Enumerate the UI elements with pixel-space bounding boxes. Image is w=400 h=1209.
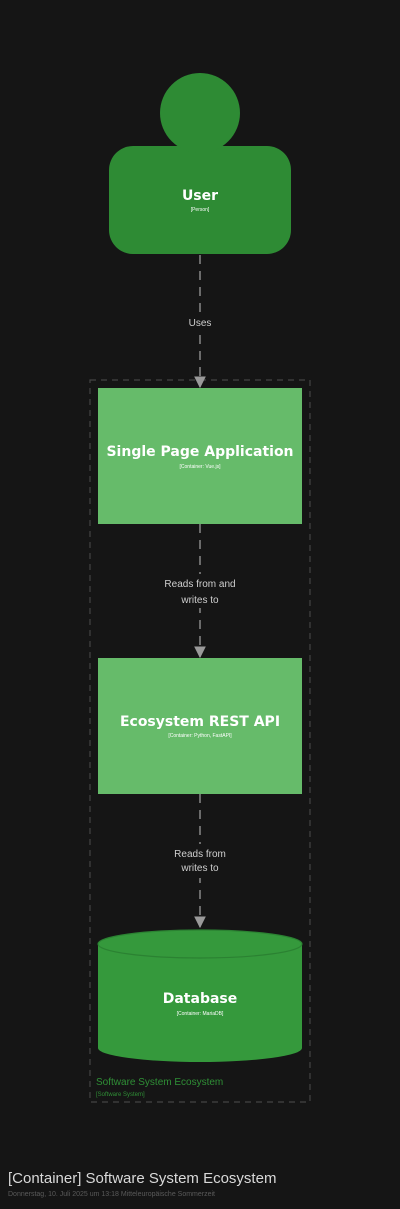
database-node[interactable]: Database [Container: MariaDB] <box>97 929 303 1062</box>
database-name: Database <box>163 991 238 1007</box>
person-body <box>109 146 291 254</box>
database-type: [Container: MariaDB] <box>177 1011 224 1017</box>
person-type: [Person] <box>191 207 210 213</box>
boundary-type: [Software System] <box>96 1092 145 1098</box>
relationship-label: Uses <box>189 318 212 329</box>
person-head-icon <box>160 73 240 153</box>
container-type: [Container: Python, FastAPI] <box>168 733 232 739</box>
relationship-label-line-2: writes to <box>180 595 219 606</box>
relationship-label-line-2: writes to <box>180 863 219 874</box>
container-node-single-page-application[interactable]: Single Page Application [Container: Vue.… <box>98 388 302 524</box>
relationship-label-line-1: Reads from and <box>164 579 235 590</box>
relationship-api-to-database: Reads from writes to <box>160 794 240 929</box>
relationship-spa-to-api: Reads from and writes to <box>150 524 250 659</box>
container-box <box>98 388 302 524</box>
person-node-user[interactable]: User [Person] <box>109 73 291 254</box>
person-name: User <box>182 188 218 204</box>
relationship-uses: Uses <box>178 255 222 389</box>
container-diagram: Software System Ecosystem [Software Syst… <box>89 73 311 1103</box>
container-box <box>98 658 302 794</box>
boundary-label: Software System Ecosystem <box>96 1077 223 1088</box>
diagram-timestamp: Donnerstag, 10. Juli 2025 um 13:18 Mitte… <box>8 1191 215 1198</box>
container-name: Ecosystem REST API <box>120 714 280 730</box>
database-cylinder-top <box>97 929 303 959</box>
relationship-label-line-1: Reads from <box>174 849 226 860</box>
container-type: [Container: Vue.js] <box>180 464 222 470</box>
container-node-ecosystem-rest-api[interactable]: Ecosystem REST API [Container: Python, F… <box>98 658 302 794</box>
diagram-title: [Container] Software System Ecosystem <box>8 1170 277 1187</box>
database-cylinder-body <box>98 944 302 1062</box>
container-name: Single Page Application <box>106 444 293 460</box>
